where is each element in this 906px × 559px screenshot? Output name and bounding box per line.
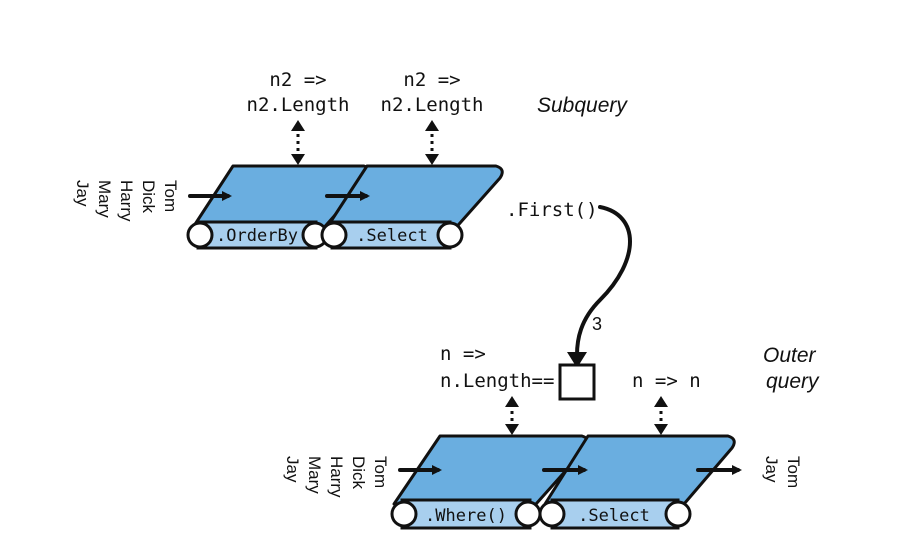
result-arrow [575, 205, 632, 357]
subquery-input-names: Tom Dick Harry Mary Jay [73, 180, 180, 222]
where-operator: .Where() [390, 434, 590, 530]
input-name: Harry [117, 180, 136, 222]
orderby-lambda: n2 => n2.Length [247, 69, 350, 116]
svg-text:n2 =>: n2 => [403, 69, 460, 91]
outer-output-names: Tom Jay [762, 456, 803, 488]
outer-label-line1: Outer [763, 344, 817, 367]
select-label: .Select [356, 226, 428, 246]
orderby-label: .OrderBy [216, 226, 298, 246]
output-name: Jay [762, 456, 781, 483]
input-name: Dick [139, 180, 158, 214]
input-name: Harry [327, 456, 346, 498]
result-value: 3 [592, 314, 602, 334]
select-lambda-arrowheads [425, 120, 439, 165]
result-arrowhead [567, 352, 587, 368]
outer-label-line2: query [766, 370, 820, 393]
input-name: Jay [283, 456, 302, 483]
select-operator: .Select [320, 164, 504, 250]
outer-select-label: .Select [578, 506, 650, 526]
svg-text:n2 =>: n2 => [269, 69, 326, 91]
subquery-label: Subquery [537, 94, 628, 117]
svg-text:n.Length==: n.Length== [440, 370, 554, 392]
outer-select-operator: .Select [538, 434, 736, 530]
input-name: Mary [305, 456, 324, 494]
where-lambda: n => n.Length== [440, 343, 554, 392]
svg-text:n2.Length: n2.Length [381, 94, 484, 116]
input-name: Jay [73, 180, 92, 207]
output-name: Tom [784, 456, 803, 488]
where-label: .Where() [425, 506, 507, 526]
svg-text:n2.Length: n2.Length [247, 94, 350, 116]
input-name: Mary [95, 180, 114, 218]
input-name: Dick [349, 456, 368, 490]
select-n-lambda: n => n [632, 370, 701, 392]
first-operator: .First() [506, 199, 598, 221]
outer-input-names: Tom Dick Harry Mary Jay [283, 456, 390, 498]
svg-text:n =>: n => [440, 343, 486, 365]
where-lambda-arrowheads [505, 396, 519, 435]
placeholder-box [558, 363, 596, 401]
orderby-lambda-arrowheads [291, 120, 305, 165]
select-lambda: n2 => n2.Length [381, 69, 484, 116]
orderby-operator: .OrderBy [186, 164, 372, 250]
input-name: Tom [161, 180, 180, 212]
select-n-lambda-arrowheads [654, 396, 668, 435]
input-name: Tom [371, 456, 390, 488]
